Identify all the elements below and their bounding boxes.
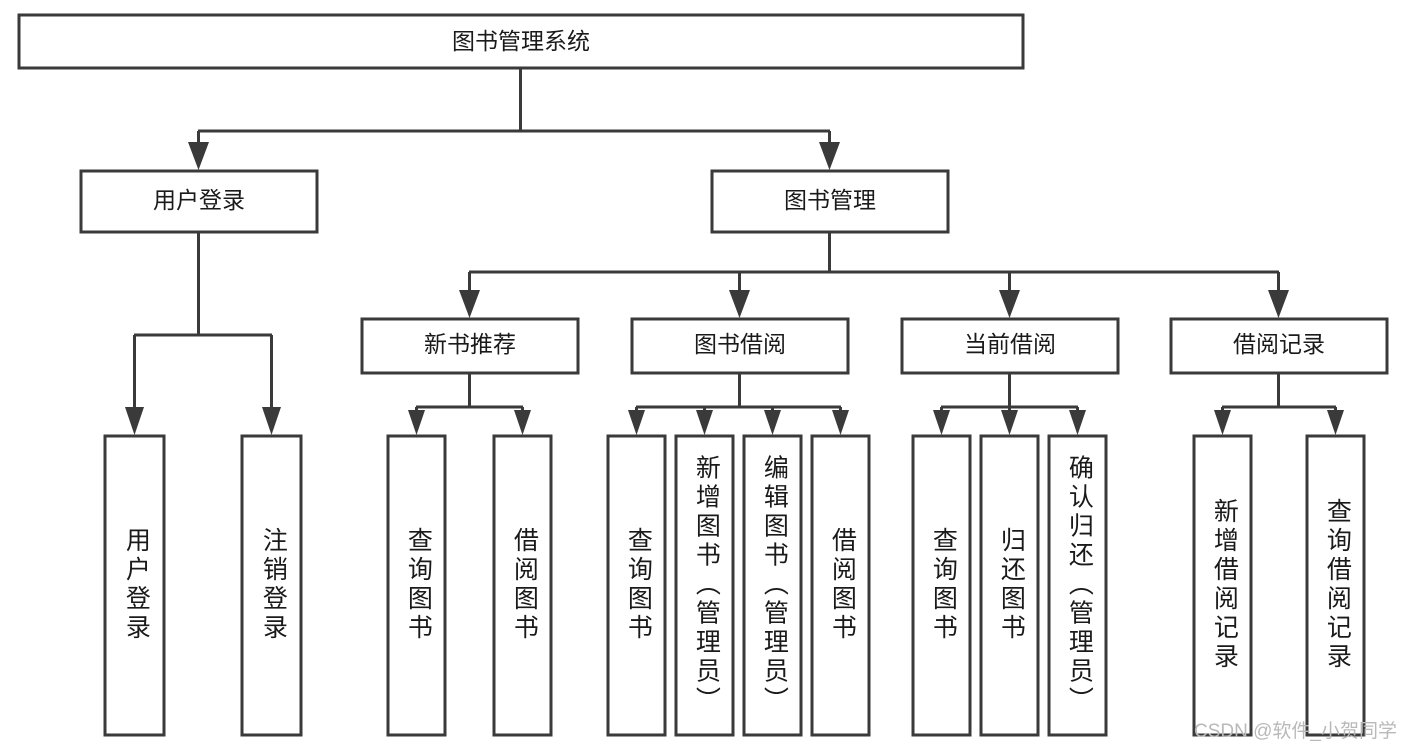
- leaf-logout-login-box[interactable]: [240, 434, 303, 737]
- arrow-head-book-borrow: [729, 290, 750, 318]
- leaf-user-login-label: 用户登录: [122, 527, 151, 643]
- leaf-borrow-book-1-box[interactable]: [492, 434, 553, 737]
- arrow-head-leaf-query-book-2: [628, 410, 645, 435]
- arrow-head-new-book-recommend: [459, 290, 480, 318]
- leaf-add-book-box[interactable]: [674, 434, 735, 737]
- leaf-query-book-2[interactable]: 查询图书: [606, 434, 667, 737]
- arrow-head-borrow-record: [1268, 290, 1289, 318]
- leaf-user-login[interactable]: 用户登录: [103, 434, 166, 737]
- leaf-query-book-3-box[interactable]: [911, 434, 972, 737]
- node-user-login-label: 用户登录: [153, 187, 245, 213]
- node-current-borrow-label: 当前借阅: [964, 331, 1056, 357]
- arrow-head-leaf-borrow-book-2: [832, 410, 849, 435]
- leaf-return-book-box[interactable]: [979, 434, 1040, 737]
- leaf-borrow-book-1-label: 借阅图书: [510, 527, 539, 643]
- leaf-query-book-1-label: 查询图书: [404, 527, 433, 643]
- node-book-management-box[interactable]: [710, 169, 950, 234]
- node-borrow-record-label: 借阅记录: [1233, 331, 1325, 357]
- node-book-borrow-label: 图书借阅: [694, 331, 786, 357]
- leaf-query-book-3[interactable]: 查询图书: [911, 434, 972, 737]
- leaf-borrow-book-2[interactable]: 借阅图书: [810, 434, 871, 737]
- leaf-query-book-2-label: 查询图书: [624, 527, 653, 643]
- connector-group-book-management: [459, 232, 1289, 318]
- leaf-query-record-box[interactable]: [1305, 434, 1366, 737]
- node-new-book-recommend-box[interactable]: [360, 317, 580, 375]
- node-new-book-recommend-label: 新书推荐: [424, 331, 516, 357]
- leaf-return-book[interactable]: 归还图书: [979, 434, 1040, 737]
- node-root-box[interactable]: [17, 13, 1025, 70]
- leaf-edit-book-box[interactable]: [742, 434, 803, 737]
- connector-group-user-login: [125, 232, 281, 435]
- leaf-borrow-book-2-label: 借阅图书: [828, 527, 857, 643]
- arrow-head-leaf-add-book: [696, 410, 713, 435]
- leaf-user-login-box[interactable]: [103, 434, 166, 737]
- leaf-confirm-return-label: 确认归还（管理员）: [1065, 455, 1094, 716]
- leaf-logout-login-label: 注销登录: [259, 527, 288, 643]
- leaf-confirm-return[interactable]: 确认归还（管理员）: [1047, 434, 1108, 737]
- leaf-borrow-book-1[interactable]: 借阅图书: [492, 434, 553, 737]
- leaf-query-book-3-label: 查询图书: [929, 527, 958, 643]
- leaf-borrow-book-2-box[interactable]: [810, 434, 871, 737]
- connector-group-root: [188, 68, 840, 170]
- arrow-head-leaf-return-book: [1001, 410, 1018, 435]
- arrow-head-leaf-add-record: [1214, 410, 1231, 435]
- arrow-head-leaf-borrow-book-1: [514, 410, 531, 435]
- leaf-edit-book[interactable]: 编辑图书（管理员）: [742, 434, 803, 737]
- arrow-head-leaf-query-record: [1327, 410, 1344, 435]
- arrow-head-leaf-query-book-1: [408, 410, 425, 435]
- node-new-book-recommend[interactable]: 新书推荐: [360, 317, 580, 375]
- node-current-borrow[interactable]: 当前借阅: [900, 317, 1120, 375]
- node-current-borrow-box[interactable]: [900, 317, 1120, 375]
- arrow-head-leaf-query-book-3: [933, 410, 950, 435]
- leaf-query-book-1[interactable]: 查询图书: [386, 434, 447, 737]
- node-root[interactable]: 图书管理系统: [17, 13, 1025, 70]
- arrow-head-book-management: [819, 142, 840, 170]
- node-root-label: 图书管理系统: [452, 28, 590, 54]
- leaf-confirm-return-box[interactable]: [1047, 434, 1108, 737]
- arrow-head-leaf-edit-book: [764, 410, 781, 435]
- leaf-query-book-2-box[interactable]: [606, 434, 667, 737]
- connector-group-borrow-record: [1214, 373, 1344, 435]
- leaf-query-record[interactable]: 查询借阅记录: [1305, 434, 1366, 737]
- node-book-management[interactable]: 图书管理: [710, 169, 950, 234]
- node-borrow-record-box[interactable]: [1169, 317, 1389, 375]
- leaf-add-record-box[interactable]: [1192, 434, 1253, 737]
- node-book-management-label: 图书管理: [784, 187, 876, 213]
- connector-group-current-borrow: [933, 373, 1086, 435]
- leaf-edit-book-label: 编辑图书（管理员）: [760, 455, 789, 716]
- leaf-add-book-label: 新增图书（管理员）: [692, 455, 721, 716]
- node-user-login[interactable]: 用户登录: [79, 169, 319, 234]
- node-borrow-record[interactable]: 借阅记录: [1169, 317, 1389, 375]
- arrow-head-leaf-user-login: [125, 407, 144, 435]
- leaf-add-record[interactable]: 新增借阅记录: [1192, 434, 1253, 737]
- node-book-borrow-box[interactable]: [630, 317, 850, 375]
- node-book-borrow[interactable]: 图书借阅: [630, 317, 850, 375]
- leaf-add-record-label: 新增借阅记录: [1210, 498, 1239, 672]
- leaf-return-book-label: 归还图书: [997, 527, 1026, 643]
- leaf-logout-login[interactable]: 注销登录: [240, 434, 303, 737]
- leaf-add-book[interactable]: 新增图书（管理员）: [674, 434, 735, 737]
- connector-group-new-book-recommend: [408, 373, 531, 435]
- leaf-query-record-label: 查询借阅记录: [1323, 498, 1352, 672]
- arrow-head-current-borrow: [999, 290, 1020, 318]
- arrow-head-user-login: [188, 142, 209, 170]
- arrow-head-leaf-confirm-return: [1069, 410, 1086, 435]
- leaf-query-book-1-box[interactable]: [386, 434, 447, 737]
- node-user-login-box[interactable]: [79, 169, 319, 234]
- arrow-head-leaf-logout-login: [262, 407, 281, 435]
- connector-group-book-borrow: [628, 373, 849, 435]
